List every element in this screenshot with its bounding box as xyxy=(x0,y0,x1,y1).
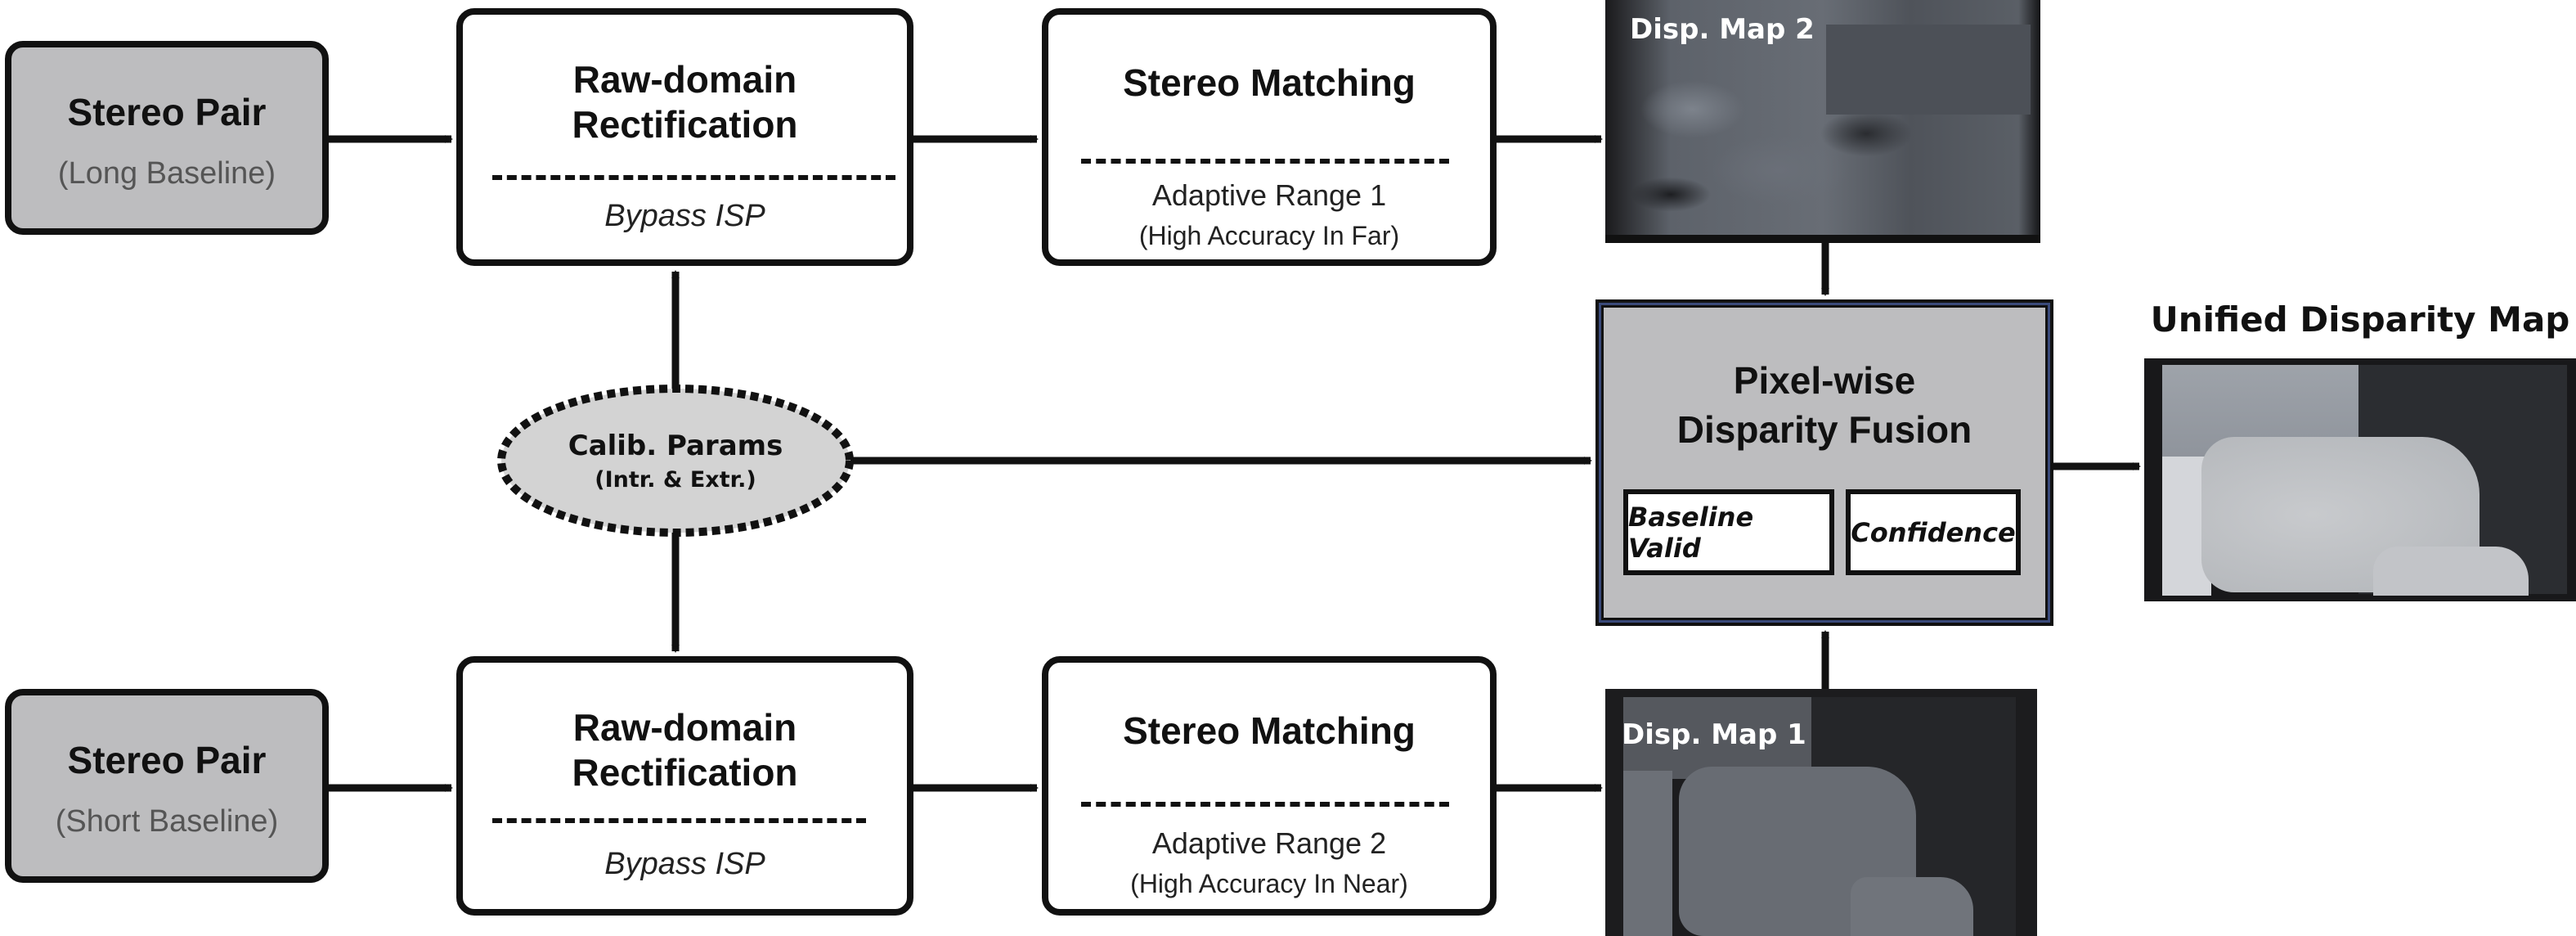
bottom-rectification-divider xyxy=(492,818,866,823)
bottom-rectification-box: Raw-domain Rectification Bypass ISP xyxy=(456,656,913,916)
fusion-title-1: Pixel-wise xyxy=(1733,359,1916,402)
bottom-stereo-pair-box: Stereo Pair (Short Baseline) xyxy=(5,689,329,883)
top-rectification-title-2: Rectification xyxy=(572,103,798,146)
disp-map-1-back-wall xyxy=(1623,697,1811,779)
calib-ellipse-shape xyxy=(497,385,854,537)
bottom-matching-range-note: (High Accuracy In Near) xyxy=(1130,869,1408,898)
top-stereo-pair-title: Stereo Pair xyxy=(67,91,267,133)
top-matching-box: Stereo Matching Adaptive Range 1 (High A… xyxy=(1042,8,1497,266)
bottom-matching-divider xyxy=(1081,802,1449,807)
bottom-rectification-note: Bypass ISP xyxy=(604,847,765,881)
top-matching-divider xyxy=(1081,159,1449,164)
fusion-criterion-baseline-valid: Baseline Valid xyxy=(1623,489,1834,575)
top-rectification-title-1: Raw-domain xyxy=(572,58,797,101)
top-rectification-box: Raw-domain Rectification Bypass ISP xyxy=(456,8,913,266)
unified-map-title: Unified Disparity Map xyxy=(2150,299,2570,340)
fusion-title-2: Disparity Fusion xyxy=(1676,408,1972,451)
disp-map-2-dark-region xyxy=(1826,25,2031,115)
top-matching-range: Adaptive Range 1 xyxy=(1151,178,1387,212)
unified-disparity-map-image xyxy=(2144,358,2576,601)
top-matching-title: Stereo Matching xyxy=(1123,61,1416,104)
top-rectification-note: Bypass ISP xyxy=(604,199,765,233)
calib-params-node: Calib. Params (Intr. & Extr.) xyxy=(501,389,850,533)
bottom-rectification-title-2: Rectification xyxy=(572,751,798,794)
bottom-matching-title: Stereo Matching xyxy=(1123,709,1416,752)
disp-map-1-left-edge xyxy=(1623,771,1672,936)
disp-map-2-label: Disp. Map 2 xyxy=(1630,13,1815,46)
bottom-matching-range: Adaptive Range 2 xyxy=(1151,826,1387,860)
top-rectification-divider xyxy=(492,175,895,180)
disp-map-2-image: Disp. Map 2 xyxy=(1605,0,2040,243)
fusion-box: Pixel-wise Disparity Fusion Baseline Val… xyxy=(1595,299,2053,626)
unified-map-cushion xyxy=(2373,547,2529,596)
top-matching-range-note: (High Accuracy In Far) xyxy=(1138,221,1400,250)
bottom-matching-box: Stereo Matching Adaptive Range 2 (High A… xyxy=(1042,656,1497,916)
disp-map-1-cushion xyxy=(1851,877,1973,936)
fusion-criterion-confidence: Confidence xyxy=(1846,489,2021,575)
bottom-rectification-title-1: Raw-domain xyxy=(572,706,797,749)
calib-params-subtitle: (Intr. & Extr.) xyxy=(595,466,756,493)
disp-map-2-bottom-strip xyxy=(1605,235,2040,243)
bottom-stereo-pair-title: Stereo Pair xyxy=(67,739,267,781)
top-stereo-pair-box: Stereo Pair (Long Baseline) xyxy=(5,41,329,235)
top-stereo-pair-subtitle: (Long Baseline) xyxy=(57,156,276,191)
disp-map-1-image: Disp. Map 1 xyxy=(1605,689,2037,936)
disp-map-1-label: Disp. Map 1 xyxy=(1622,718,1806,751)
calib-params-title: Calib. Params xyxy=(568,429,783,462)
bottom-stereo-pair-subtitle: (Short Baseline) xyxy=(55,804,279,839)
